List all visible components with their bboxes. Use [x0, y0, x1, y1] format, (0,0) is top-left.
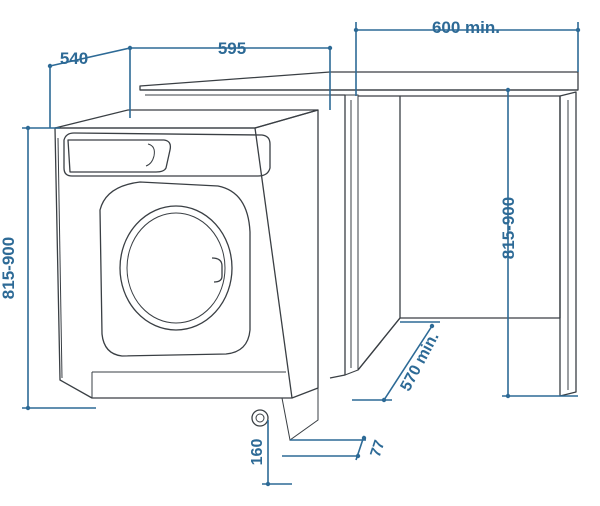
- washing-machine: [54, 109, 319, 441]
- dimension-lines: [22, 22, 581, 487]
- dim-dot: [353, 27, 359, 33]
- dim-line-depth: [49, 47, 131, 67]
- label-niche-width: 600 min.: [432, 18, 500, 37]
- door-frame: [99, 181, 251, 357]
- front-edge: [57, 137, 63, 379]
- worktop-top: [139, 71, 579, 91]
- filter-cap-inner: [255, 413, 265, 423]
- dim-dot: [429, 323, 435, 329]
- label-niche-height: 815-900: [499, 197, 518, 259]
- dim-dot: [381, 397, 387, 403]
- dim-dot: [25, 405, 31, 411]
- left-panel-edge: [344, 94, 359, 376]
- detergent-drawer: [67, 139, 172, 173]
- dim-dot: [327, 45, 333, 51]
- right-side-panel: [559, 91, 577, 397]
- dim-dot: [575, 27, 581, 33]
- dim-dot: [25, 125, 31, 131]
- door-glass-inner: [126, 212, 226, 324]
- dim-dot: [47, 63, 53, 69]
- label-foot-height: 160: [249, 439, 266, 466]
- door-handle: [211, 257, 223, 283]
- niche-back-wall: [400, 95, 561, 319]
- dim-dot: [505, 87, 511, 93]
- machine-top: [54, 109, 319, 129]
- dim-dot: [265, 481, 271, 487]
- filter-cap: [251, 409, 269, 427]
- label-width: 595: [218, 39, 246, 58]
- control-panel: [63, 132, 271, 177]
- niche-back-left: [357, 95, 401, 371]
- label-depth: 540: [60, 49, 88, 68]
- dim-dot: [355, 453, 361, 459]
- dim-dot: [361, 435, 367, 441]
- foot-bracket: [281, 388, 319, 441]
- niche-cabinet: [139, 71, 579, 397]
- left-side-panel: [329, 94, 346, 379]
- dim-line-niche-depth: [383, 325, 433, 401]
- machine-side: [254, 109, 319, 399]
- label-machine-height: 815-900: [0, 237, 18, 299]
- label-foot-depth: 77: [367, 438, 388, 459]
- niche-floor-left: [357, 317, 401, 371]
- machine-front: [54, 127, 293, 399]
- label-niche-depth: 570 min.: [397, 330, 442, 395]
- drawer-handle: [145, 143, 155, 167]
- door-glass: [119, 205, 233, 331]
- dim-dot: [505, 393, 511, 399]
